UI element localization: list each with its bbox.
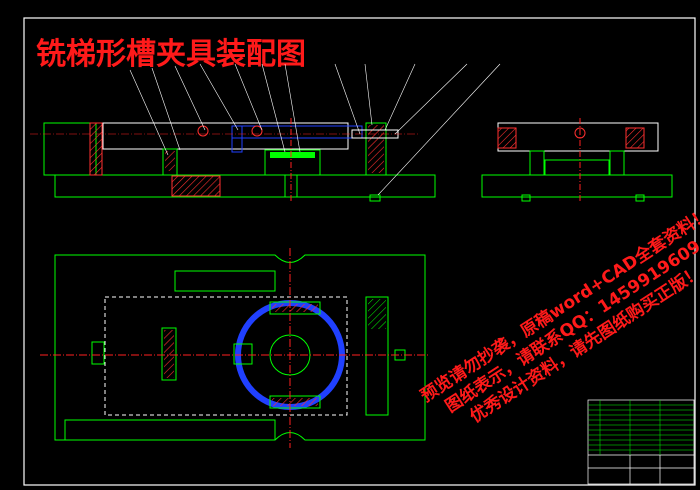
front-left-hatch (89, 122, 103, 176)
front-bottom-hatch (171, 175, 221, 197)
top-clamp-lower-hatch (272, 398, 318, 406)
top-workpiece (104, 296, 348, 416)
title-block (587, 399, 695, 485)
front-top-bar (102, 122, 349, 150)
side-clamp-right (609, 150, 625, 176)
front-blue-shaft (231, 125, 363, 139)
title-block-frame (587, 399, 695, 485)
front-foot (369, 194, 381, 202)
front-center-block-fill (270, 152, 315, 158)
front-right-pillar (365, 122, 387, 176)
top-clamp-upper-hatch (272, 304, 318, 312)
side-clamp-left (529, 150, 545, 176)
top-clamp-lower (269, 395, 321, 409)
side-view (481, 118, 673, 202)
top-screw (233, 343, 253, 365)
side-base-plate (481, 174, 673, 198)
drawing-frame (23, 17, 696, 486)
front-base-plate (54, 174, 436, 198)
front-blue-end (231, 125, 243, 153)
front-left-clamp (162, 148, 178, 176)
top-clamp-left (161, 327, 177, 381)
top-right-block (365, 296, 389, 416)
front-left-body (43, 122, 97, 176)
front-view (30, 63, 501, 202)
side-hole (574, 127, 586, 139)
top-upper-bar (174, 270, 276, 292)
side-right-hatch (625, 127, 645, 149)
top-base-step (64, 419, 276, 441)
top-base-outline (54, 254, 426, 441)
front-hole-2 (251, 125, 263, 137)
side-center-block (544, 159, 610, 176)
top-left-pin (91, 341, 105, 365)
side-foot-left (521, 194, 531, 202)
watermark: 预览请勿抄袭，原稿word+CAD全套资料！！ 图纸表示，请联系QQ：14599… (417, 195, 700, 428)
top-right-block-hatch (368, 299, 386, 329)
top-clamp-upper (269, 301, 321, 315)
top-view (40, 248, 430, 448)
front-hole-1 (197, 125, 209, 137)
drawing-title: 铣梯形槽夹具装配图 (36, 37, 306, 72)
watermark-line-2: 图纸表示，请联系QQ：1459919609 (441, 236, 700, 417)
top-clamp-left-hatch (164, 330, 174, 378)
front-right-pillar-hatch (368, 125, 384, 173)
side-left-hatch (497, 127, 517, 149)
side-foot-right (635, 194, 645, 202)
front-left-clamp-hatch (165, 151, 175, 171)
